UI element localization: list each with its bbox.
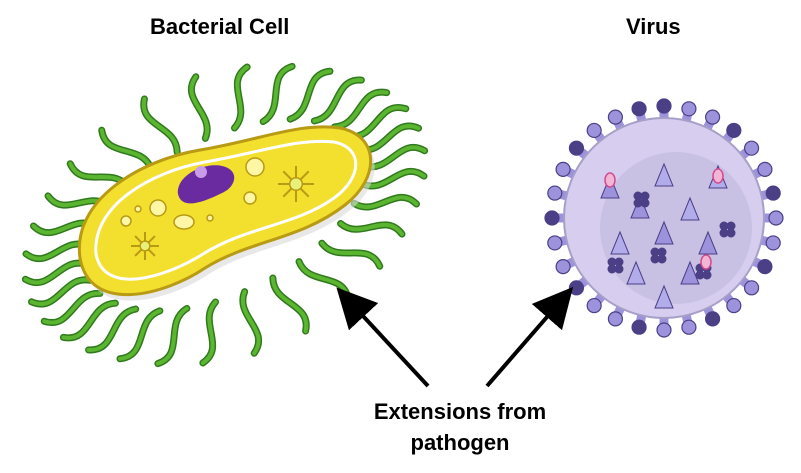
- protein-cluster: [650, 247, 660, 257]
- spike-head: [768, 210, 784, 226]
- spike-head: [656, 98, 672, 114]
- flagellum-highlight: [155, 306, 189, 366]
- surface-protein: [654, 220, 674, 245]
- spike-head: [568, 140, 585, 156]
- flagellum-highlight: [240, 289, 261, 356]
- protein-cluster: [695, 270, 705, 280]
- spike-head: [726, 297, 742, 314]
- spike-head: [631, 101, 647, 117]
- spike-head: [547, 235, 563, 251]
- flagellum-highlight: [338, 221, 404, 237]
- surface-dot: [604, 172, 616, 188]
- protein-cluster: [657, 254, 667, 264]
- spike-head: [631, 319, 647, 335]
- granules: [120, 157, 265, 230]
- protein-cluster: [614, 257, 624, 267]
- cell-membrane: [94, 139, 358, 281]
- spike-head: [765, 235, 781, 251]
- spike-head: [704, 311, 721, 327]
- spike-head: [607, 109, 624, 125]
- arrow-right-icon: [485, 286, 574, 388]
- protein-cluster: [650, 254, 660, 264]
- spike-head: [555, 161, 571, 178]
- protein-cluster: [640, 198, 650, 208]
- star-center: [139, 240, 151, 252]
- caption-line-2: pathogen: [410, 430, 510, 455]
- flagellum-highlight: [42, 291, 102, 325]
- bacterial-cell-label: Bacterial Cell: [150, 14, 290, 39]
- spike-head: [681, 319, 697, 335]
- flagellum-highlight: [352, 195, 419, 209]
- star-center: [288, 176, 304, 192]
- protein-cluster: [719, 228, 729, 238]
- flagellum-highlight: [189, 74, 210, 141]
- protein-cluster: [633, 198, 643, 208]
- flagellum-highlight: [319, 241, 382, 269]
- spike-head: [547, 185, 563, 201]
- spike-head: [568, 280, 585, 296]
- spike-head: [586, 297, 602, 314]
- flagellum-highlight: [288, 69, 332, 122]
- spike-head: [743, 140, 760, 156]
- surface-protein: [654, 284, 674, 309]
- protein-cluster: [726, 228, 736, 238]
- protein-cluster: [640, 191, 650, 201]
- protein-cluster: [614, 264, 624, 274]
- arrow-left-icon: [336, 287, 430, 388]
- spike-head: [586, 122, 602, 139]
- flagellum-highlight: [118, 308, 162, 361]
- surface-dot: [700, 254, 712, 270]
- flagellum-highlight: [99, 128, 153, 171]
- protein-cluster: [702, 270, 712, 280]
- flagellum-highlight: [270, 276, 309, 334]
- surface-protein: [680, 196, 700, 221]
- nucleoid: [177, 165, 235, 204]
- spike-head: [704, 109, 721, 125]
- flagellum-highlight: [29, 277, 92, 306]
- nucleoid-spot: [195, 166, 207, 178]
- protein-cluster: [719, 221, 729, 231]
- surface-dot: [712, 168, 724, 184]
- spike-head: [757, 161, 773, 178]
- spike-head: [765, 185, 781, 201]
- protein-cluster: [657, 247, 667, 257]
- protein-cluster: [633, 191, 643, 201]
- spike-head: [555, 258, 571, 275]
- flagellum-highlight: [86, 307, 138, 352]
- flagellum-highlight: [261, 64, 295, 124]
- spike-head: [743, 280, 760, 296]
- bacterium-illustration: [21, 62, 429, 368]
- flagellum-highlight: [61, 301, 118, 340]
- protein-cluster: [607, 257, 617, 267]
- spike-head: [656, 322, 672, 338]
- caption: Extensions from pathogen: [340, 396, 580, 458]
- virus-surface-proteins: [600, 162, 736, 309]
- surface-protein: [698, 230, 718, 255]
- protein-cluster: [726, 221, 736, 231]
- spike-head: [726, 122, 742, 139]
- surface-protein: [610, 230, 630, 255]
- flagellum-highlight: [332, 90, 389, 129]
- protein-cluster: [607, 264, 617, 274]
- virus-label: Virus: [626, 14, 681, 39]
- virus-illustration: [544, 98, 784, 338]
- spike-head: [757, 258, 773, 275]
- surface-protein: [626, 260, 646, 285]
- flagellum-highlight: [232, 65, 250, 131]
- spike-head: [607, 311, 624, 327]
- flagellum-highlight: [200, 299, 218, 365]
- spike-head: [544, 210, 560, 226]
- ribosome-stars: [131, 166, 314, 260]
- surface-protein: [654, 162, 674, 187]
- spike-head: [681, 101, 697, 117]
- flagellum-highlight: [23, 261, 88, 285]
- caption-line-1: Extensions from: [373, 399, 547, 424]
- surface-protein: [680, 260, 700, 285]
- flagellum-highlight: [141, 96, 180, 154]
- flagellum-highlight: [312, 78, 364, 123]
